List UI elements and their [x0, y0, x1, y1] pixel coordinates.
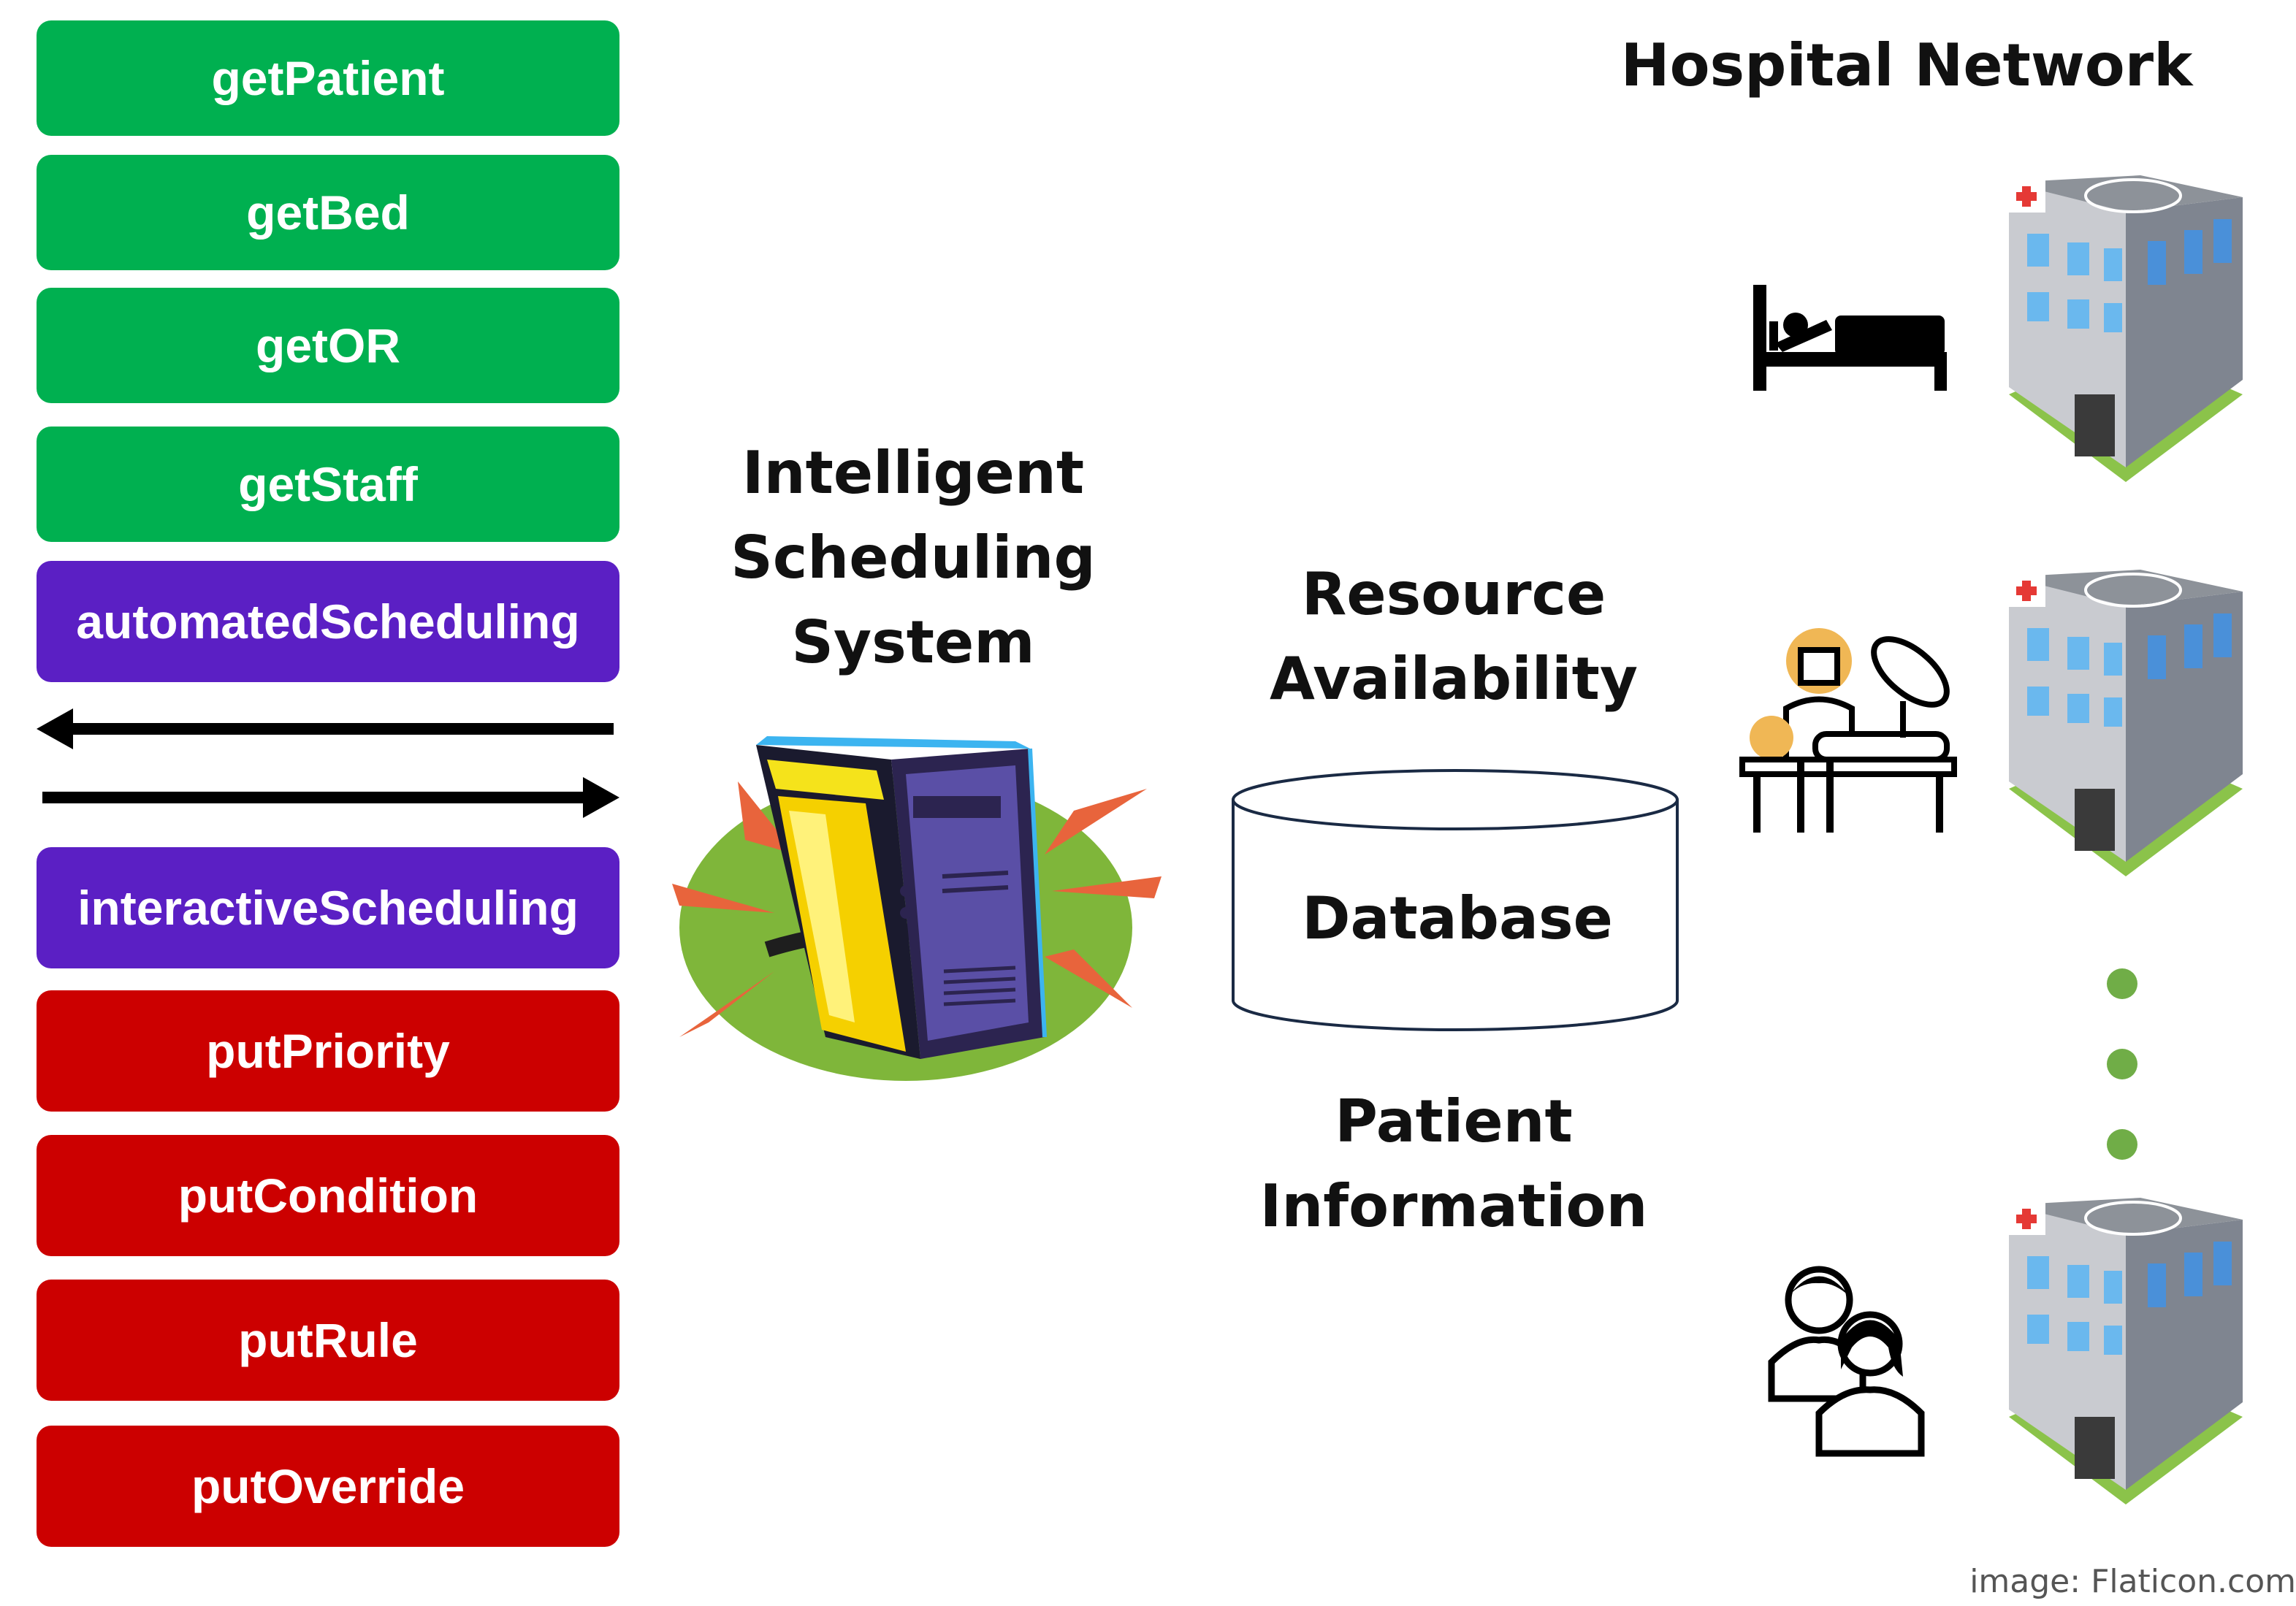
patient-information-label: Patient Information [1259, 1087, 1648, 1240]
get-bed-button[interactable]: getBed [37, 155, 619, 270]
put-condition-button[interactable]: putCondition [37, 1135, 619, 1256]
put-override-button[interactable]: putOverride [37, 1426, 619, 1547]
surgeon-icon [1739, 628, 1957, 833]
get-patient-button[interactable]: getPatient [37, 20, 619, 136]
get-staff-button[interactable]: getStaff [37, 427, 619, 542]
hospital-bed-icon [1753, 285, 1947, 391]
interactive-scheduling-button[interactable]: interactiveScheduling [37, 847, 619, 968]
database-cylinder [1232, 769, 1679, 1031]
hospital-network-title: Hospital Network [1620, 31, 2193, 99]
automated-scheduling-button[interactable]: automatedScheduling [37, 561, 619, 682]
server-tower-icon [672, 736, 1162, 1081]
hospital-building-icon [2009, 1198, 2243, 1504]
doctors-icon [1768, 1266, 1925, 1457]
database-label: Database [1302, 884, 1613, 952]
put-rule-button[interactable]: putRule [37, 1280, 619, 1401]
hospital-building-icon [2009, 175, 2243, 482]
system-title: Intelligent Scheduling System [731, 439, 1096, 676]
put-priority-button[interactable]: putPriority [37, 990, 619, 1112]
hospital-building-icon [2009, 570, 2243, 876]
right-arrow [42, 777, 619, 818]
get-or-button[interactable]: getOR [37, 288, 619, 403]
left-arrow [37, 708, 614, 749]
ellipsis-dots [2107, 968, 2137, 1160]
resource-availability-label: Resource Availability [1270, 560, 1638, 713]
image-credit: image: Flaticon.com [1969, 1563, 2296, 1600]
